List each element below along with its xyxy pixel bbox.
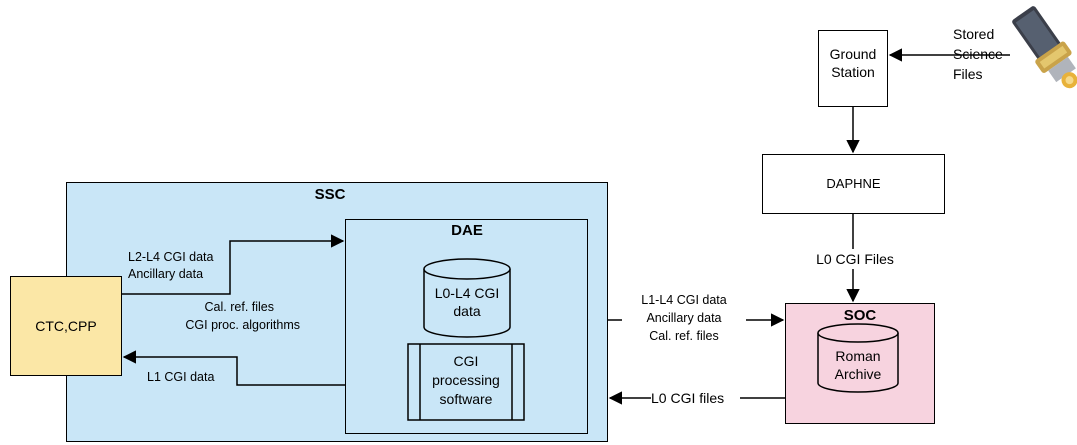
dae-db-line1: L0-L4 CGI: [434, 285, 500, 301]
ground-station-box: [818, 30, 888, 107]
l1-cgi-data-label: L1 CGI data: [147, 370, 215, 384]
ground-station-line2: Station: [831, 64, 875, 80]
ctc-cpp-label: CTC,CPP: [35, 318, 97, 334]
dae-db-line2: data: [453, 303, 481, 319]
dae-database-cylinder: [423, 258, 511, 338]
stored-files-line1: Stored: [953, 26, 995, 42]
daphne-box: [762, 154, 945, 214]
ssc-title: SSC: [314, 186, 346, 203]
soc-archive-line1: Roman: [835, 348, 881, 364]
software-line2: processing: [432, 372, 500, 388]
ground-station-line1: Ground: [829, 46, 877, 62]
software-line3: software: [439, 391, 493, 407]
cgi-software-box: [407, 343, 525, 421]
soc-title: SOC: [843, 307, 877, 324]
edge-dae-to-ctc: [122, 350, 345, 386]
to-dae-label-line1: L2-L4 CGI data: [128, 250, 214, 264]
stored-files-line2: Science: [953, 46, 1003, 62]
edge-ctc-to-dae: [122, 234, 345, 295]
from-ctc-label-line2: CGI proc. algorithms: [185, 318, 300, 332]
ctc-cpp-box: [10, 276, 122, 376]
to-soc-label-line2: Ancillary data: [646, 311, 722, 325]
stored-files-line3: Files: [953, 66, 983, 82]
l0-cgi-files-upper-label: L0 CGI Files: [816, 251, 894, 267]
soc-archive-line2: Archive: [834, 366, 882, 382]
roman-archive-cylinder: [817, 323, 899, 393]
to-soc-label-line1: L1-L4 CGI data: [641, 293, 727, 307]
to-dae-label-line2: Ancillary data: [128, 267, 204, 281]
l0-cgi-files-lower-label: L0 CGI files: [651, 390, 725, 406]
daphne-label: DAPHNE: [826, 176, 881, 191]
dae-title: DAE: [451, 222, 483, 239]
satellite-icon: [1012, 6, 1077, 89]
software-line1: CGI: [453, 353, 479, 369]
from-ctc-label-line1: Cal. ref. files: [204, 300, 274, 314]
to-soc-label-line3: Cal. ref. files: [649, 329, 719, 343]
